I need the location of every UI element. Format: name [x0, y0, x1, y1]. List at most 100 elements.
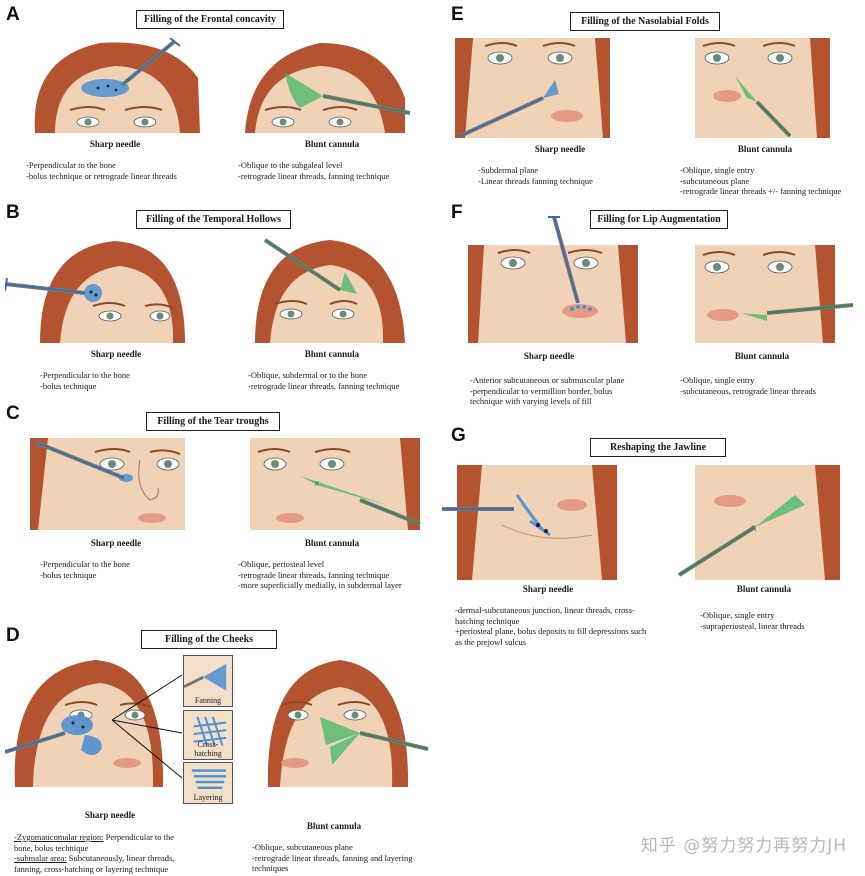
- description-heading: -Zygomaticomalar region:: [14, 832, 104, 842]
- panel-f-title: Filling for Lip Augmentation: [590, 210, 728, 229]
- panel-g-right-illustration: x: [675, 465, 845, 580]
- panel-c-left-technique: Sharp needle: [90, 538, 142, 548]
- panel-e-right-illustration: [695, 38, 830, 138]
- panel-d-left-illustration: [5, 655, 165, 787]
- description-line: -Oblique, single entry: [680, 165, 755, 175]
- description-line: -Perpendicular to the bone: [26, 160, 116, 170]
- panel-a-left-description: -Perpendicular to the bone -bolus techni…: [26, 160, 177, 181]
- panel-e-right-description: -Oblique, single entry -subcutaneous pla…: [680, 165, 841, 197]
- description-line: -dermal-subcutaneous junction, linear th…: [455, 605, 635, 615]
- description-line: fanning, cross-hatching or layering tech…: [14, 864, 174, 875]
- panel-d-letter: D: [6, 625, 20, 646]
- description-text: Perpendicular to the: [103, 832, 175, 842]
- description-text: bone, bolus technique: [14, 842, 89, 853]
- panel-c-right-description: -Oblique, periosteal level -retrograde l…: [238, 559, 402, 591]
- description-line: techniques: [252, 863, 289, 873]
- description-line: -Oblique, periosteal level: [238, 559, 325, 569]
- description-line: -perpendicular to vermillion border, bol…: [470, 385, 613, 396]
- description-line: -Perpendicular to the bone: [40, 559, 130, 569]
- panel-f-left-illustration: [468, 215, 638, 343]
- fanning-label: Fanning: [194, 696, 222, 705]
- panel-e-letter: E: [451, 4, 464, 25]
- panel-d-title: Filling of the Cheeks: [141, 630, 277, 649]
- cross-hatching-inset: Cross-hatching: [183, 710, 233, 760]
- description-line: -Zygomaticomalar region: Perpendicular t…: [14, 832, 174, 843]
- description-line: -supraperiosteal, linear threads: [700, 620, 805, 631]
- description-line: -retrograde linear threads +/- fanning t…: [680, 186, 842, 196]
- description-text: Subcutaneously, linear threads,: [66, 853, 175, 863]
- panel-e-left-description: -Subdermal plane -Linear threads fanning…: [478, 165, 593, 186]
- description-line: -bolus technique: [40, 569, 97, 580]
- panel-b-title: Filling of the Temporal Hollows: [136, 210, 291, 229]
- panel-g-right-technique: Blunt cannula: [736, 584, 792, 594]
- description-line: -subcutaneous plane: [680, 175, 750, 186]
- description-line: -retrograde linear threads, fanning tech…: [238, 170, 390, 181]
- panel-g-left-description: -dermal-subcutaneous junction, linear th…: [455, 605, 646, 647]
- watermark: 知乎 @努力努力再努力JH: [640, 836, 847, 856]
- cross-hatching-label: Cross-hatching: [194, 740, 222, 758]
- description-line: -retrograde linear threads, fanning tech…: [238, 569, 390, 580]
- panel-a-left-illustration: [30, 38, 200, 133]
- panel-f-right-technique: Blunt cannula: [734, 351, 790, 361]
- panel-a-title: Filling of the Frontal concavity: [136, 10, 284, 29]
- panel-f-left-description: -Anterior subcutaneous or submuscular pl…: [470, 375, 624, 407]
- panel-c-title: Filling of the Tear troughs: [146, 412, 280, 431]
- panel-c-right-technique: Blunt cannula: [304, 538, 360, 548]
- panel-b-right-illustration: [245, 232, 415, 343]
- description-line: +periosteal plane, bolus deposits to fil…: [455, 626, 647, 636]
- panel-b-right-technique: Blunt cannula: [304, 349, 360, 359]
- description-line: -Oblique, subdermal or to the bone: [248, 370, 367, 380]
- description-line: -Anterior subcutaneous or submuscular pl…: [470, 375, 625, 385]
- panel-e-title: Filling of the Nasolabial Folds: [570, 12, 720, 31]
- layering-inset: Layering: [183, 762, 233, 804]
- description-line: -Linear threads fanning technique: [478, 175, 593, 186]
- description-line: -more superficially medially, in subderm…: [238, 580, 402, 590]
- panel-g-right-description: -Oblique, single entry -supraperiosteal,…: [700, 610, 805, 631]
- description-line: -Oblique, subcutaneous plane: [252, 842, 353, 852]
- description-line: -Oblique to the subgaleal level: [238, 160, 343, 170]
- panel-d-right-description: -Oblique, subcutaneous plane -retrograde…: [252, 842, 412, 874]
- description-line: -retrograde linear threads, fanning tech…: [248, 380, 400, 391]
- panel-f-right-illustration: [695, 245, 855, 343]
- description-line: -bolus technique: [40, 380, 97, 391]
- panel-c-right-illustration: x: [250, 438, 422, 530]
- description-line: as the prejowl sulcus: [455, 636, 527, 647]
- panel-f-right-description: -Oblique, single entry -subcutaneous, re…: [680, 375, 816, 396]
- description-line: -Oblique, single entry: [680, 375, 755, 385]
- description-line: -subcutaneous, retrograde linear threads: [680, 385, 816, 396]
- description-line: -retrograde linear threads, fanning and …: [252, 852, 413, 863]
- panel-b-left-description: -Perpendicular to the bone -bolus techni…: [40, 370, 130, 391]
- panel-f-letter: F: [451, 202, 463, 223]
- panel-g-letter: G: [451, 425, 466, 446]
- description-line: -submalar area: Subcutaneously, linear t…: [14, 853, 174, 864]
- panel-c-letter: C: [6, 403, 20, 424]
- panel-a-right-description: -Oblique to the subgaleal level -retrogr…: [238, 160, 389, 181]
- panel-c-left-illustration: [30, 438, 185, 530]
- description-line: -Subdermal plane: [478, 165, 539, 175]
- description-line: bone, bolus technique: [14, 843, 174, 854]
- panel-c-left-description: -Perpendicular to the bone -bolus techni…: [40, 559, 130, 580]
- panel-b-right-description: -Oblique, subdermal or to the bone -retr…: [248, 370, 399, 391]
- panel-d-right-technique: Blunt cannula: [306, 821, 362, 831]
- fanning-inset: Fanning: [183, 655, 233, 707]
- panel-a-right-illustration: [245, 38, 415, 133]
- panel-f-left-technique: Sharp needle: [523, 351, 575, 361]
- panel-g-left-illustration: [442, 465, 617, 580]
- layering-label: Layering: [193, 793, 223, 802]
- panel-d-left-description: -Zygomaticomalar region: Perpendicular t…: [14, 832, 174, 874]
- description-line: -Perpendicular to the bone: [40, 370, 130, 380]
- panel-g-title: Reshaping the Jawline: [590, 438, 726, 457]
- panel-a-left-technique: Sharp needle: [89, 139, 141, 149]
- description-text: fanning, cross-hatching or layering tech…: [14, 863, 169, 874]
- svg-text:x: x: [314, 479, 320, 489]
- panel-e-left-technique: Sharp needle: [534, 144, 586, 154]
- description-line: technique with varying levels of fill: [470, 396, 592, 406]
- panel-b-left-technique: Sharp needle: [90, 349, 142, 359]
- panel-a-letter: A: [6, 4, 20, 25]
- panel-g-left-technique: Sharp needle: [522, 584, 574, 594]
- panel-b-left-illustration: [5, 238, 195, 343]
- panel-d-left-technique: Sharp needle: [84, 810, 136, 820]
- panel-b-letter: B: [6, 202, 20, 223]
- panel-e-left-illustration: [455, 38, 610, 138]
- panel-d-right-illustration: [260, 655, 430, 787]
